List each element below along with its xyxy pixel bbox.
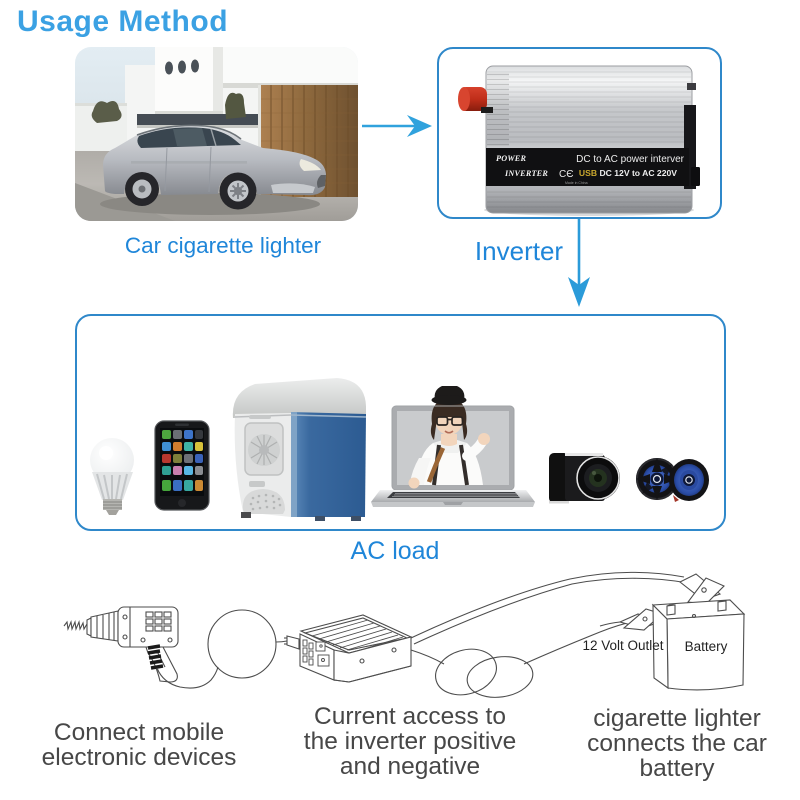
svg-text:DC to AC power interver: DC to AC power interver <box>576 154 684 165</box>
svg-text:USB DC 12V to AC 220V: USB DC 12V to AC 220V <box>579 168 677 178</box>
svg-text:12 Volt Outlet: 12 Volt Outlet <box>582 638 663 653</box>
svg-text:Made in China: Made in China <box>565 181 588 185</box>
svg-text:Battery: Battery <box>685 639 728 654</box>
svg-text:CЄ: CЄ <box>559 169 573 180</box>
svg-text:INVERTER: INVERTER <box>504 169 548 178</box>
svg-text:POWER: POWER <box>496 154 526 163</box>
